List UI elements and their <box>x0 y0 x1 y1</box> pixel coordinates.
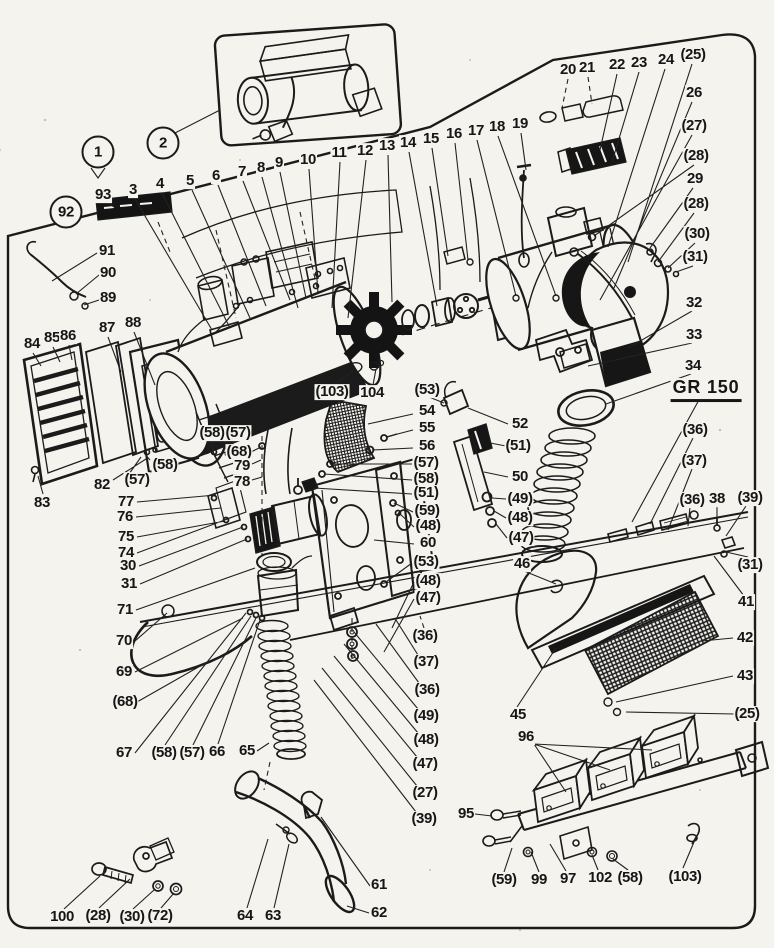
outlet-grille-drawing <box>515 549 720 717</box>
blower-scroll-drawing <box>534 241 670 427</box>
relay-rail-drawing <box>482 715 770 862</box>
control-parts-cluster <box>95 191 351 353</box>
fuel-pipe-drawing <box>139 510 749 641</box>
leader-lines <box>32 63 749 914</box>
cover-shell-outlines <box>181 177 481 291</box>
mounting-plate-drawing <box>301 359 497 662</box>
valve-and-sensor-parts <box>516 95 680 319</box>
dashed-construction-lines <box>157 76 593 791</box>
burner-assembly-drawing <box>130 403 328 677</box>
inset-heater-drawing <box>213 23 403 147</box>
page-border <box>6 33 757 930</box>
elbow-pipe-drawing <box>234 770 356 914</box>
small-flex-hose-drawing <box>255 619 307 760</box>
clamp-fasteners-drawing <box>91 837 183 896</box>
rod-and-clamp-drawing <box>26 240 89 310</box>
scan-noise <box>0 59 722 932</box>
